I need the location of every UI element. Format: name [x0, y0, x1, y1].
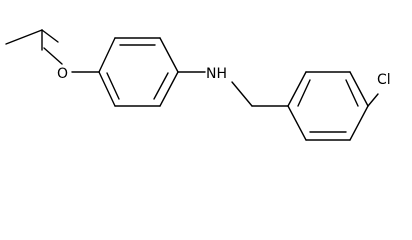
atom-label-amine: NH: [206, 66, 227, 82]
ring-left-double-bond: [153, 72, 169, 100]
ring-left-bond: [98, 37, 116, 73]
bond-isopropyl-to-top: [41, 29, 59, 43]
benzene-ring-left: [98, 37, 179, 107]
ring-left-bond: [159, 71, 179, 107]
atom-label-chlorine: Cl: [377, 72, 391, 88]
benzene-ring-right: [287, 71, 369, 141]
bond-isopropyl-left: [5, 29, 43, 45]
bond-amine-to-ch2: [231, 81, 253, 107]
ring-left-double-bond: [106, 72, 120, 100]
ring-right-bond: [287, 105, 307, 141]
molecule-diagram: O NH Cl: [5, 29, 391, 141]
ring-right-double-bond: [345, 79, 359, 107]
ring-left-bond: [159, 37, 179, 73]
isopropyl-group: [5, 29, 63, 65]
ring-right-bond: [287, 71, 307, 107]
bond-ring-to-chlorine: [367, 93, 379, 107]
ring-right-double-bond: [297, 79, 311, 107]
ring-right-bond: [349, 105, 369, 141]
ring-right-bond: [349, 71, 369, 107]
atom-label-oxygen: O: [57, 66, 68, 82]
ring-left-bond: [98, 71, 116, 107]
bond-ch-to-oxygen: [43, 47, 63, 65]
